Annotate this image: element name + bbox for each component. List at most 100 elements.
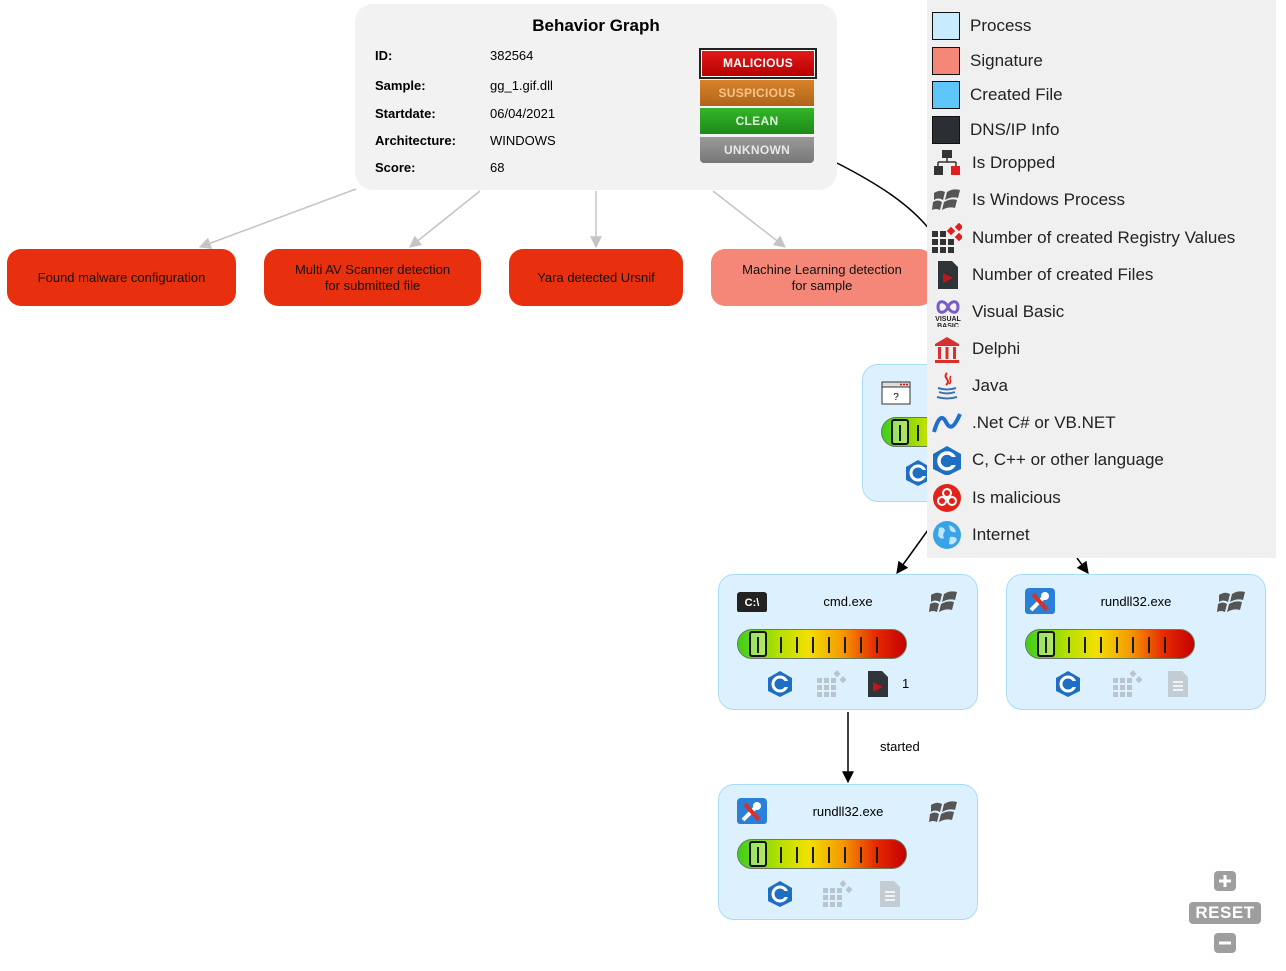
- legend-label: Delphi: [972, 339, 1021, 358]
- gauge-tick: [757, 637, 759, 653]
- biohazard-icon: [933, 484, 961, 512]
- zoom-out-button[interactable]: [1214, 933, 1236, 953]
- verdict-malicious: MALICIOUS: [699, 48, 817, 79]
- signature-label: Multi AV Scanner detection for submitted…: [294, 261, 451, 293]
- cpp-icon: [933, 446, 961, 475]
- legend-label: Number of created Registry Values: [972, 228, 1236, 247]
- legend-item-malicious: Is malicious: [932, 482, 1061, 514]
- gauge-tick: [876, 637, 878, 653]
- windows-icon: [1217, 591, 1245, 612]
- cpp-icon: [768, 671, 792, 697]
- svg-text:C:\: C:\: [745, 597, 760, 609]
- gauge-tick: [812, 847, 814, 863]
- windows-icon: [932, 189, 960, 210]
- process-name: cmd.exe: [823, 594, 873, 609]
- file-icon: [1168, 671, 1188, 697]
- gauge-tick: [780, 847, 782, 863]
- gauge-tick: [757, 847, 759, 863]
- windows-icon: [929, 591, 957, 612]
- legend-label: Number of created Files: [972, 265, 1154, 284]
- legend-label: Internet: [972, 525, 1030, 544]
- gauge-tick: [1045, 637, 1047, 653]
- legend-label: Is Windows Process: [972, 190, 1126, 209]
- cmd-icon: C:\: [737, 592, 767, 612]
- score-gauge: [737, 839, 907, 869]
- info-value: 06/04/2021: [490, 106, 556, 121]
- svg-text:VISUAL: VISUAL: [935, 316, 961, 323]
- gauge-tick: [1116, 637, 1118, 653]
- verdict-unknown: UNKNOWN: [700, 137, 814, 163]
- zoom-in-button[interactable]: [1214, 871, 1236, 891]
- gauge-tick: [844, 847, 846, 863]
- cpp-icon: [906, 460, 930, 486]
- gauge-tick: [780, 637, 782, 653]
- legend-item-internet: Internet: [932, 519, 1030, 551]
- process-name: rundll32.exe: [812, 804, 884, 819]
- score-gauge: [737, 629, 907, 659]
- legend-label: Visual Basic: [972, 302, 1065, 321]
- process-node-rundll32-child[interactable]: rundll32.exe: [718, 784, 978, 920]
- legend-item-signature: Signature: [932, 45, 1043, 77]
- legend-label: Signature: [970, 51, 1043, 70]
- gauge-tick: [1148, 637, 1150, 653]
- file-icon: [938, 261, 958, 289]
- reset-button[interactable]: RESET: [1189, 902, 1261, 924]
- dotnet-icon: [932, 413, 962, 433]
- edge-to-malware-config: [198, 188, 357, 249]
- gauge-tick: [796, 847, 798, 863]
- edge-root-to-cmd: [896, 529, 929, 574]
- signature-label: Machine Learning detection for sample: [742, 261, 902, 293]
- gauge-tick: [828, 637, 830, 653]
- registry-icon: [823, 880, 853, 907]
- legend-item-windows-process: Is Windows Process: [932, 184, 1125, 216]
- svg-text:?: ?: [893, 392, 899, 403]
- legend-item-dotnet: .Net C# or VB.NET: [932, 407, 1116, 439]
- cpp-icon: [1056, 671, 1080, 697]
- java-icon: [936, 372, 958, 400]
- registry-icon: [932, 223, 962, 253]
- file-icon: [868, 671, 888, 697]
- legend-label: .Net C# or VB.NET: [972, 413, 1116, 432]
- gauge-tick: [796, 637, 798, 653]
- process-node-rundll32[interactable]: rundll32.exe: [1006, 574, 1266, 710]
- edge-to-ml: [712, 190, 786, 248]
- gauge-tick: [1100, 637, 1102, 653]
- dropped-icon: [934, 150, 960, 175]
- info-value: WINDOWS: [490, 133, 556, 148]
- process-swatch: [932, 12, 960, 40]
- minus-icon: [1219, 941, 1231, 945]
- signature-node[interactable]: Found malware configuration: [7, 249, 236, 306]
- file-icon: [880, 881, 900, 907]
- legend-label: Is malicious: [972, 488, 1061, 507]
- legend-item-dns-ip: DNS/IP Info: [932, 114, 1059, 146]
- legend-label: C, C++ or other language: [972, 450, 1164, 469]
- svg-text:BASIC: BASIC: [937, 323, 959, 327]
- plus-icon: [1219, 875, 1231, 887]
- badge-row: [719, 880, 977, 910]
- legend-item-created-files: Number of created Files: [932, 259, 1153, 291]
- legend-label: Process: [970, 16, 1032, 35]
- registry-icon: [1113, 670, 1143, 697]
- signature-node[interactable]: Yara detected Ursnif: [509, 249, 683, 306]
- created-file-swatch: [932, 81, 960, 109]
- edge-label-started: started: [880, 739, 920, 754]
- signature-label: Found malware configuration: [37, 269, 206, 285]
- info-value: gg_1.gif.dll: [490, 78, 553, 93]
- dns-ip-swatch: [932, 116, 960, 144]
- window-question-icon: ?: [881, 381, 911, 405]
- gauge-tick: [828, 847, 830, 863]
- rundll-icon: [1025, 588, 1055, 614]
- gauge-tick: [876, 847, 878, 863]
- info-key: Sample:: [375, 78, 426, 93]
- gauge-tick: [1068, 637, 1070, 653]
- registry-icon: [817, 670, 847, 697]
- signature-node[interactable]: Machine Learning detection for sample: [711, 249, 933, 306]
- signature-node[interactable]: Multi AV Scanner detection for submitted…: [264, 249, 481, 306]
- info-key: ID:: [375, 48, 393, 63]
- rundll-icon: [737, 798, 767, 824]
- gauge-tick: [1084, 637, 1086, 653]
- process-node-cmd[interactable]: C:\ cmd.exe 1: [718, 574, 978, 710]
- delphi-icon: [935, 337, 959, 363]
- gauge-tick: [844, 637, 846, 653]
